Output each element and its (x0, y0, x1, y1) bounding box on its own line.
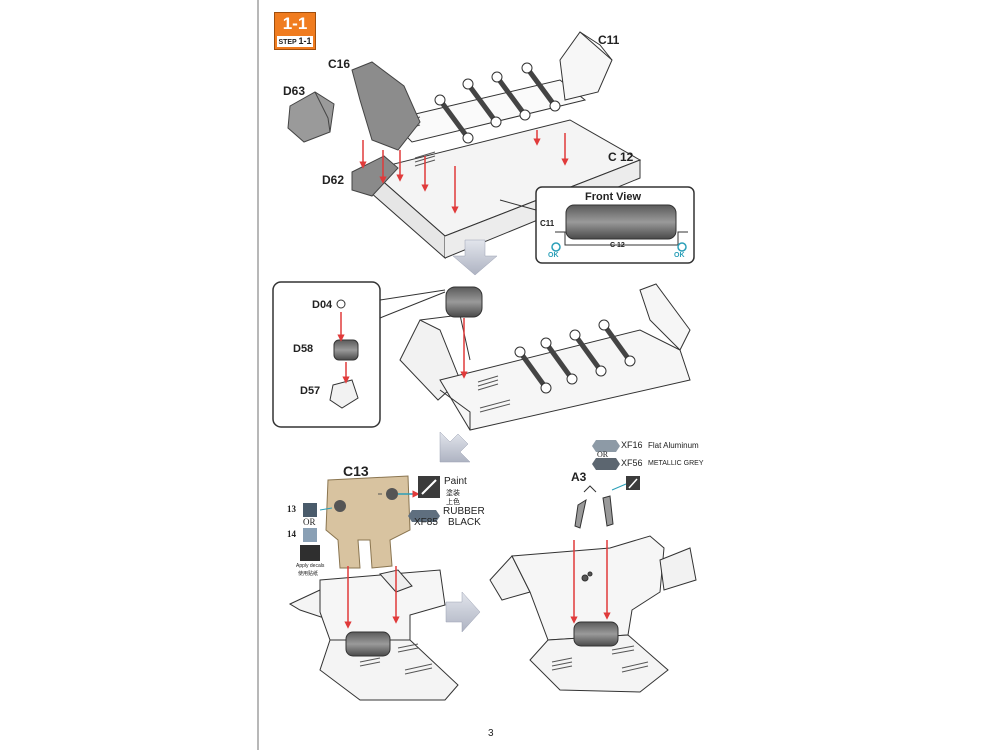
panel1-arrows (359, 130, 569, 214)
engine-drum (445, 286, 483, 318)
xf16-swatch (592, 440, 620, 452)
apply-decals-label: Apply decals (296, 563, 325, 569)
apply-decals-cn: 使用贴纸 (298, 571, 319, 577)
rear-plate-c11 (559, 31, 613, 101)
part-a3-right (602, 495, 614, 527)
label-d57: D57 (300, 385, 321, 397)
part-a3-left (574, 498, 587, 529)
step-badge-subbar: STEP 1-1 (277, 36, 313, 47)
decal-14-label: 14 (287, 529, 296, 539)
panel3-decal (300, 475, 440, 569)
ok-left: OK (548, 252, 559, 259)
paint-label: Paint (444, 476, 467, 487)
decal-c13 (325, 475, 411, 569)
step-word: STEP (278, 39, 297, 46)
flat-aluminum-label: Flat Aluminum (648, 441, 699, 450)
black-label: BLACK (448, 517, 481, 528)
torsion-bars (434, 62, 561, 144)
label-c13: C13 (343, 463, 369, 479)
paint4-or-label: OR (597, 450, 609, 459)
part-d04 (336, 299, 346, 309)
margin-line (257, 0, 259, 750)
label-d58: D58 (293, 343, 314, 355)
flow-arrow-2 (439, 431, 471, 463)
step-number: 1-1 (298, 36, 312, 46)
panel3-arrows (344, 566, 400, 629)
apply-decal-icon (300, 545, 320, 561)
decal-13-icon (303, 503, 317, 517)
hull-drum-3 (345, 631, 391, 657)
paint-cn-1: 塗装 (446, 490, 460, 497)
panel2-chassis (399, 283, 691, 431)
step-badge: 1-1 STEP 1-1 (274, 12, 316, 50)
rubber-label: RUBBER (443, 506, 485, 517)
decal-or-label: OR (303, 517, 316, 527)
xf85-swatch (408, 510, 440, 522)
hull-drum-4 (573, 621, 619, 647)
xf85-label: XF85 (414, 517, 438, 528)
ok-right: OK (674, 252, 685, 259)
front-view-c12: C 12 (610, 242, 625, 249)
page-number: 3 (488, 728, 494, 739)
metallic-grey-label: METALLIC GREY (648, 460, 704, 467)
decal-14-icon (303, 528, 317, 542)
label-d62: D62 (322, 173, 345, 187)
front-view-c11: C11 (540, 219, 555, 228)
label-c16: C16 (328, 57, 351, 71)
part-d58 (333, 339, 359, 361)
panel4-arrows (570, 540, 611, 624)
part-c16 (351, 61, 421, 151)
label-d63: D63 (283, 84, 306, 98)
front-view-title: Front View (585, 191, 642, 203)
decal-13-label: 13 (287, 504, 296, 514)
label-c11: C11 (598, 33, 620, 47)
label-d04: D04 (312, 299, 333, 311)
panel3-hull (288, 569, 459, 701)
front-view-inset (499, 186, 695, 264)
panel4-paint (574, 440, 640, 529)
panel4-hull (489, 535, 697, 693)
flow-arrow-1 (452, 239, 498, 276)
xf16-label: XF16 (621, 440, 643, 450)
paint-cn-2: 上色 (446, 499, 460, 506)
panel2-callout (272, 281, 446, 428)
flow-arrow-3 (445, 591, 481, 633)
step-badge-number: 1-1 (282, 14, 308, 33)
xf56-label: XF56 (621, 458, 643, 468)
xf56-swatch (592, 458, 620, 470)
label-c12: C 12 (608, 150, 634, 164)
label-a3: A3 (571, 470, 587, 484)
front-view-roller (565, 204, 677, 240)
